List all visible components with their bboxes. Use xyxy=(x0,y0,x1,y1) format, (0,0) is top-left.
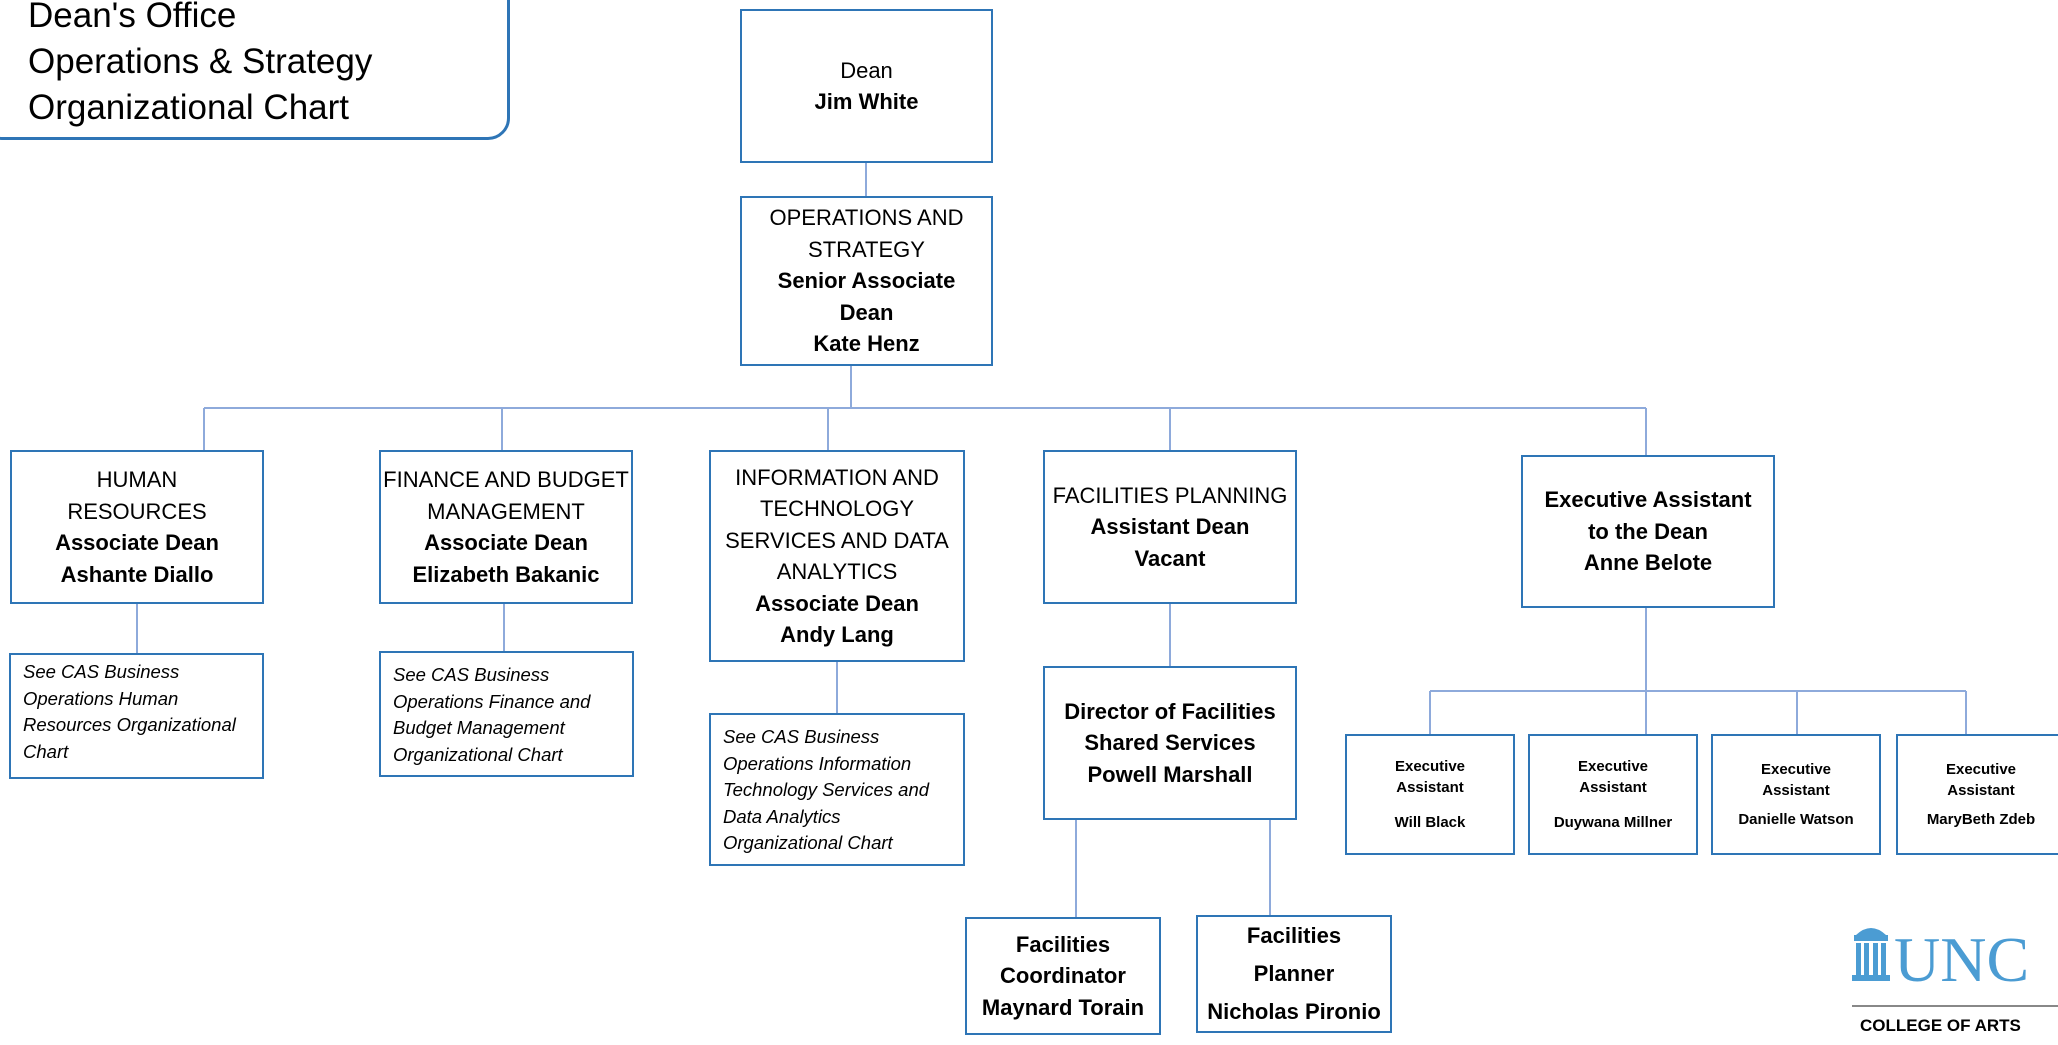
logo-caption: COLLEGE OF ARTS xyxy=(1860,1016,2021,1035)
hr-note: See CAS Business Operations Human Resour… xyxy=(9,653,264,779)
title-line-3: Organizational Chart xyxy=(28,88,349,127)
exec-asst-dean-role: Executive Assistant to the Dean xyxy=(1544,487,1752,544)
dean-role: Dean xyxy=(840,57,893,83)
facilities-name: Vacant xyxy=(1134,545,1206,571)
exec-assistant-role: Executive Assistant xyxy=(1760,761,1832,799)
director-role: Director of Facilities Shared Services xyxy=(1064,698,1276,756)
exec-assistant-name: Duywana Millner xyxy=(1553,814,1673,831)
its-name: Andy Lang xyxy=(780,622,894,647)
dean-name: Jim White xyxy=(814,89,919,114)
ops-strategy-box: OPERATIONS AND STRATEGY Senior Associate… xyxy=(740,196,993,366)
facilities-box: FACILITIES PLANNING Assistant Dean Vacan… xyxy=(1043,450,1297,604)
facilities-planner-box: Facilities Planner Nicholas Pironio xyxy=(1196,915,1392,1033)
its-note: See CAS Business Operations Information … xyxy=(709,713,965,866)
finance-note: See CAS Business Operations Finance and … xyxy=(379,651,634,777)
ops-dept: OPERATIONS AND STRATEGY xyxy=(769,205,964,262)
planner-name: Nicholas Pironio xyxy=(1207,999,1381,1024)
hr-dept: HUMAN RESOURCES xyxy=(67,467,207,524)
ops-name: Kate Henz xyxy=(813,331,920,357)
facilities-director-box: Director of Facilities Shared Services P… xyxy=(1043,666,1297,820)
dean-box: Dean Jim White xyxy=(740,9,993,163)
facilities-coordinator-box: Facilities Coordinator Maynard Torain xyxy=(965,917,1161,1035)
finance-dept: FINANCE AND BUDGET MANAGEMENT xyxy=(383,467,629,524)
title-line-1: Dean's Office xyxy=(28,0,237,35)
exec-asst-dean-box: Executive Assistant to the Dean Anne Bel… xyxy=(1521,455,1775,608)
exec-assistant-name: MaryBeth Zdeb xyxy=(1926,811,2036,828)
exec-assistant-role: Executive Assistant xyxy=(1577,758,1649,796)
exec-assistant-box: Executive Assistant Duywana Millner xyxy=(1528,734,1698,855)
exec-asst-dean-name: Anne Belote xyxy=(1583,550,1713,576)
svg-text:UNC: UNC xyxy=(1894,925,2029,995)
coordinator-role: Facilities Coordinator xyxy=(1000,931,1126,989)
exec-assistant-role: Executive Assistant xyxy=(1394,758,1466,796)
hr-role: Associate Dean xyxy=(55,530,219,555)
exec-assistant-name: Danielle Watson xyxy=(1738,811,1854,828)
facilities-role: Assistant Dean xyxy=(1090,514,1250,540)
finance-box: FINANCE AND BUDGET MANAGEMENT Associate … xyxy=(379,450,633,604)
exec-assistant-box: Executive Assistant MaryBeth Zdeb xyxy=(1896,734,2058,855)
finance-role: Associate Dean xyxy=(424,530,588,555)
hr-name: Ashante Diallo xyxy=(60,561,214,587)
director-name: Powell Marshall xyxy=(1087,761,1253,787)
exec-assistant-box: Executive Assistant Danielle Watson xyxy=(1711,734,1881,855)
chart-title-box: Dean's Office Operations & Strategy Orga… xyxy=(0,0,510,140)
title-line-2: Operations & Strategy xyxy=(28,42,373,81)
planner-role: Facilities Planner xyxy=(1246,923,1342,986)
exec-assistant-name: Will Black xyxy=(1394,814,1466,831)
its-role: Associate Dean xyxy=(755,590,919,616)
finance-name: Elizabeth Bakanic xyxy=(412,561,600,587)
hr-box: HUMAN RESOURCES Associate Dean Ashante D… xyxy=(10,450,264,604)
its-dept: INFORMATION AND TECHNOLOGY SERVICES AND … xyxy=(725,464,949,585)
exec-assistant-role: Executive Assistant xyxy=(1945,761,2017,799)
ops-role: Senior Associate Dean xyxy=(777,268,956,325)
facilities-dept: FACILITIES PLANNING xyxy=(1052,482,1288,508)
its-box: INFORMATION AND TECHNOLOGY SERVICES AND … xyxy=(709,450,965,662)
unc-logo: UNC xyxy=(1852,925,2058,1007)
exec-assistant-box: Executive Assistant Will Black xyxy=(1345,734,1515,855)
coordinator-name: Maynard Torain xyxy=(981,994,1145,1020)
